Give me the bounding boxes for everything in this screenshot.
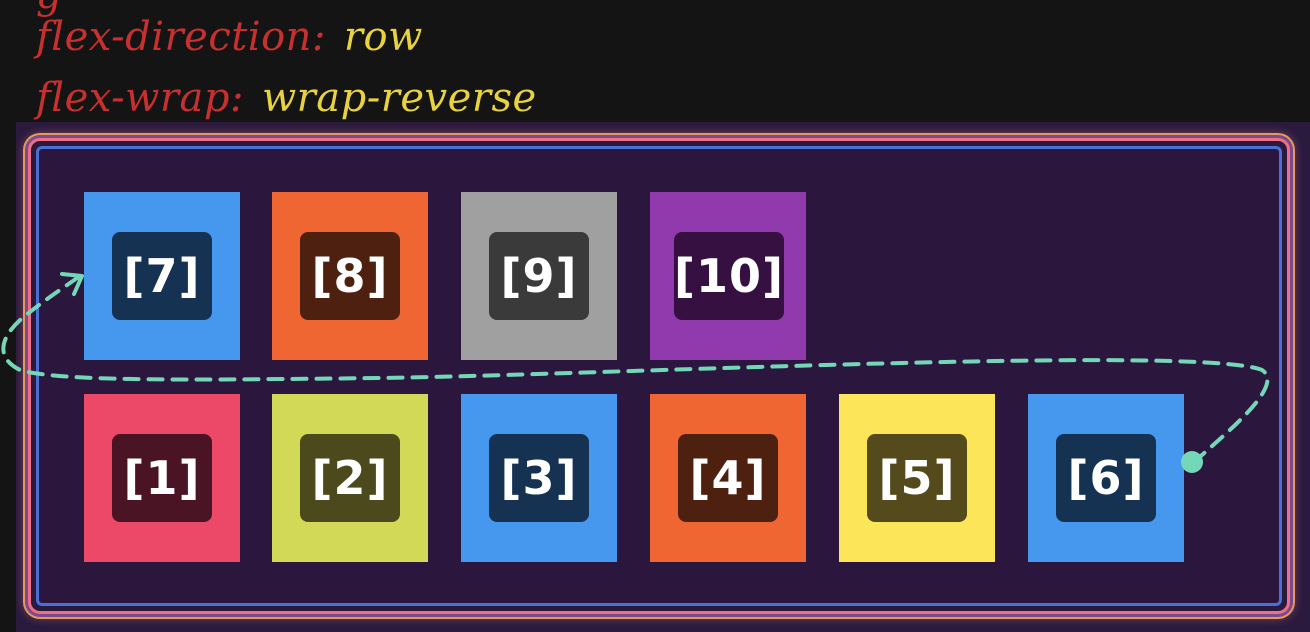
flex-item-2: [2] <box>272 394 428 562</box>
flex-item-label: [10] <box>674 232 784 320</box>
clipped-property-line: g <box>36 0 62 18</box>
flex-item-1: [1] <box>84 394 240 562</box>
flex-item-label: [5] <box>867 434 967 522</box>
flex-item-10: [10] <box>650 192 806 360</box>
flex-direction-name: flex-direction: <box>36 14 326 60</box>
flex-item-label: [9] <box>489 232 589 320</box>
flex-item-label: [6] <box>1056 434 1156 522</box>
flex-item-5: [5] <box>839 394 995 562</box>
flex-item-label: [4] <box>678 434 778 522</box>
flex-wrap-value: wrap-reverse <box>261 75 537 121</box>
flex-item-9: [9] <box>461 192 617 360</box>
flex-item-label: [3] <box>489 434 589 522</box>
flex-item-8: [8] <box>272 192 428 360</box>
flex-item-3: [3] <box>461 394 617 562</box>
flex-direction-line: flex-direction: row <box>36 17 423 57</box>
flex-item-label: [7] <box>112 232 212 320</box>
flex-item-label: [2] <box>300 434 400 522</box>
flex-item-label: [8] <box>300 232 400 320</box>
flex-item-6: [6] <box>1028 394 1184 562</box>
flex-wrap-name: flex-wrap: <box>36 75 244 121</box>
flex-wrap-line: flex-wrap: wrap-reverse <box>36 78 537 118</box>
flex-item-label: [1] <box>112 434 212 522</box>
flex-direction-value: row <box>343 14 423 60</box>
flex-item-7: [7] <box>84 192 240 360</box>
flex-item-4: [4] <box>650 394 806 562</box>
